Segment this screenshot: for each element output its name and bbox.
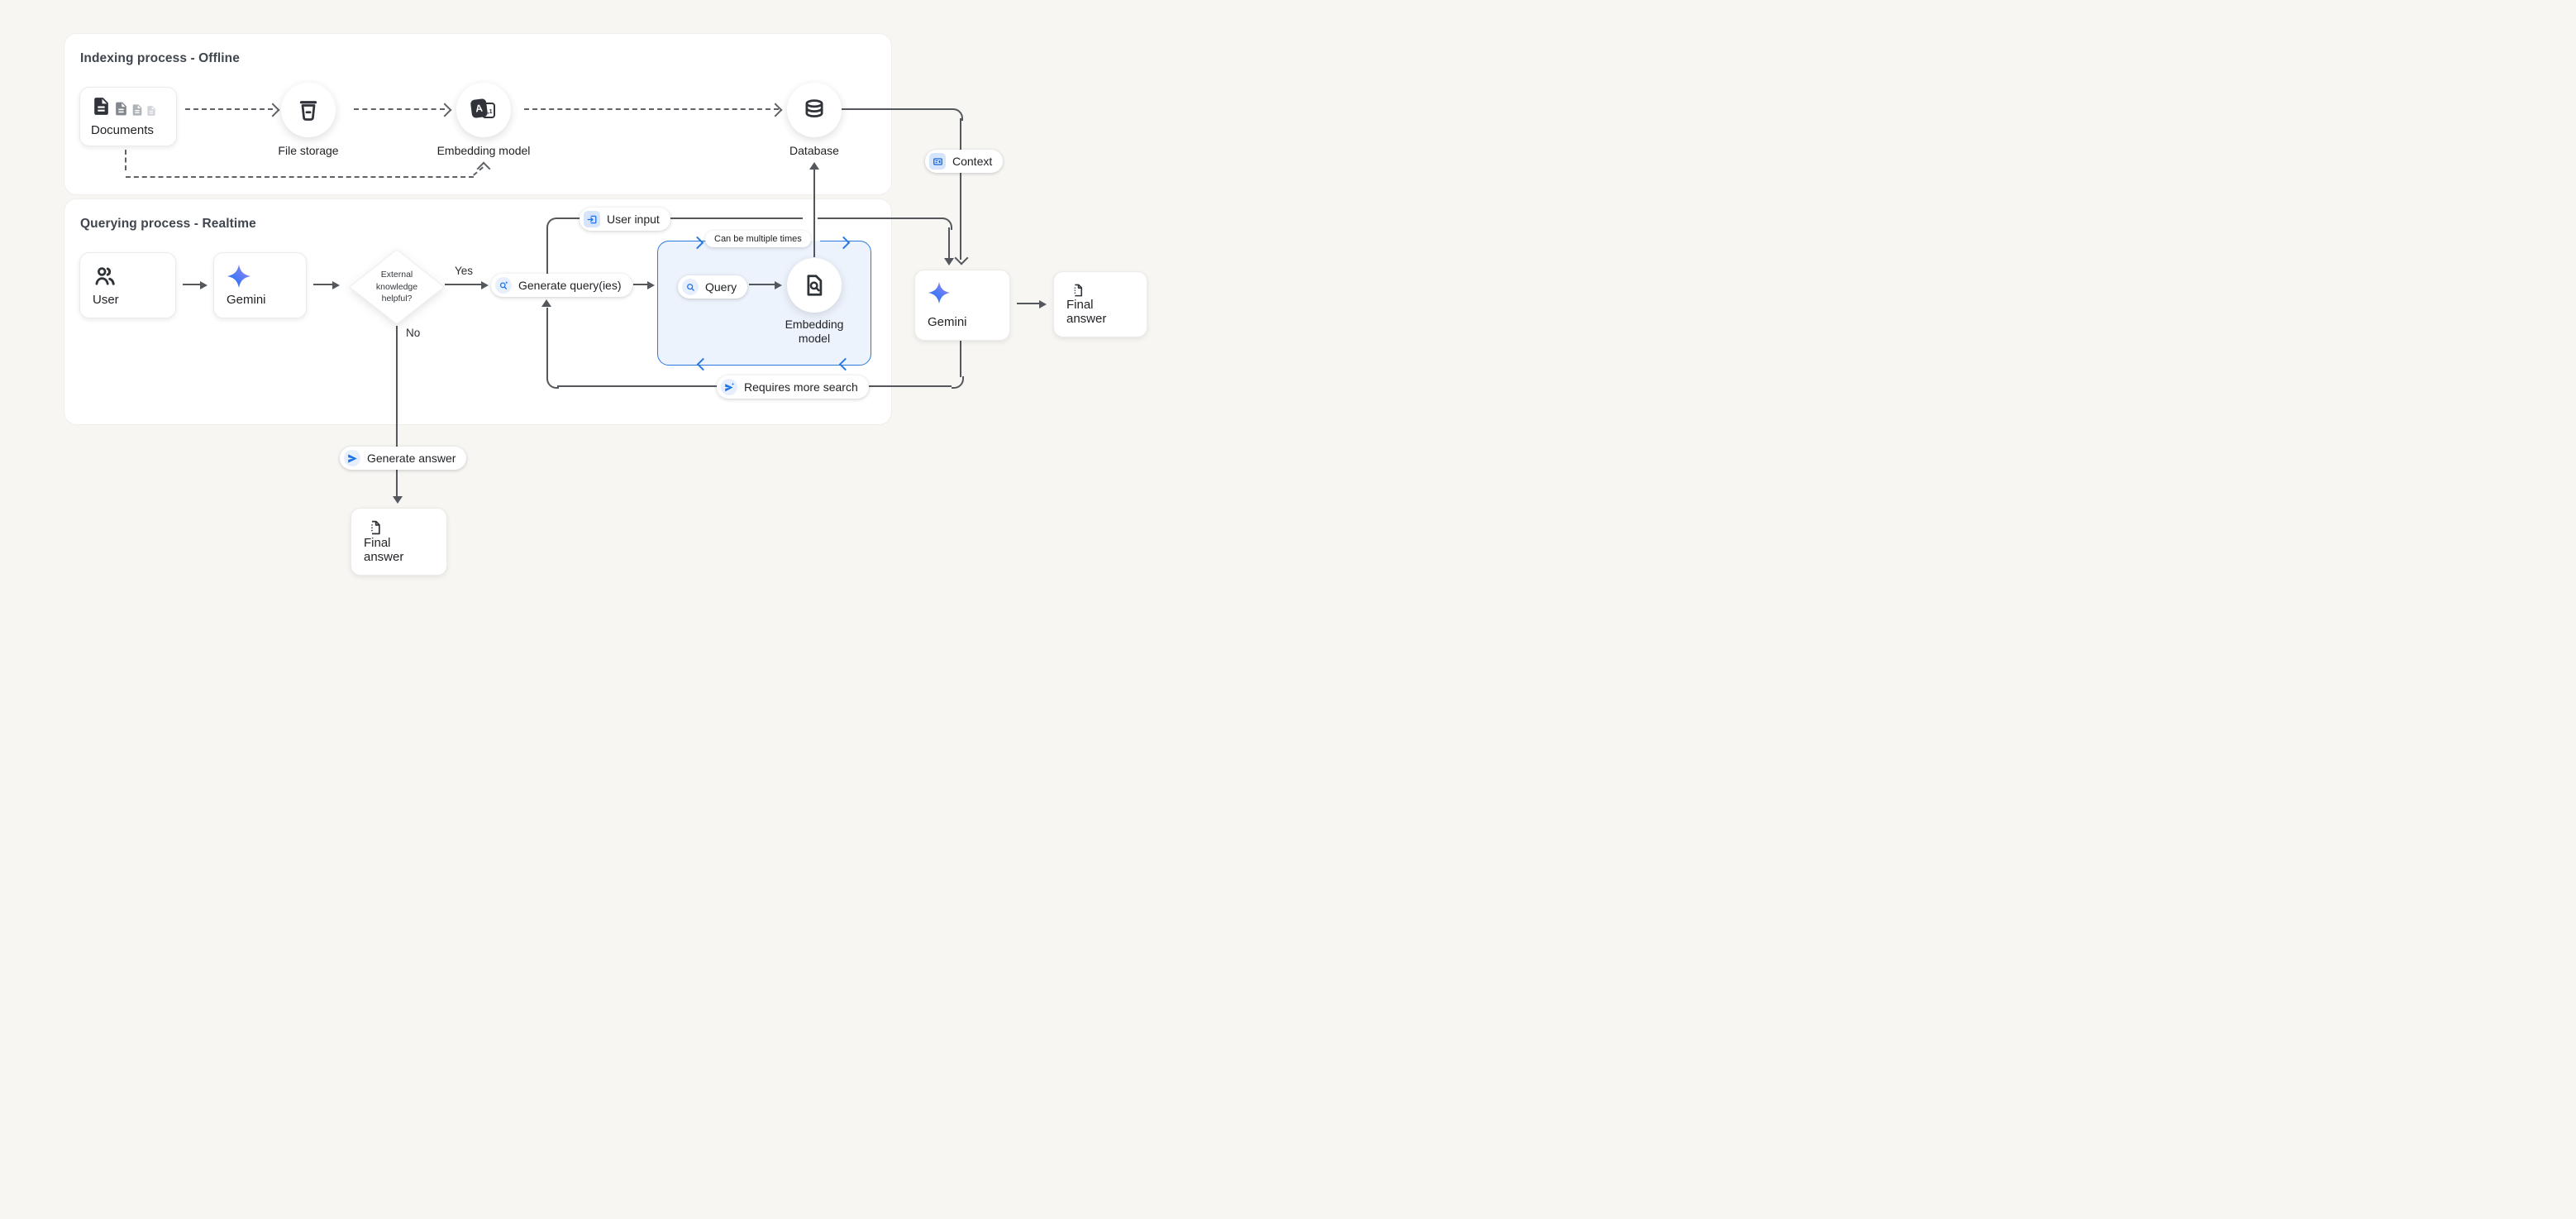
retrieval-loop-box [657, 241, 871, 366]
yes-label: Yes [455, 265, 474, 277]
edge-yes-arrow [481, 280, 489, 289]
can-be-multiple-times-pill: Can be multiple times [705, 231, 811, 247]
edge-gemini-finalanswer [1017, 303, 1039, 304]
database-node [787, 83, 842, 137]
send-sparkle-icon [721, 379, 737, 395]
documents-node: Documents [79, 87, 177, 146]
storage-bucket-icon [299, 101, 317, 121]
documents-label: Documents [91, 123, 154, 137]
database-label: Database [789, 144, 839, 157]
final-answer-right-node: Final answer [1053, 271, 1147, 337]
edge-userinput-v-left [546, 227, 548, 274]
edge-gemini-finalanswer-arrow [1039, 299, 1047, 308]
edge-userinput-corner-left [546, 218, 559, 230]
edge-yes [445, 284, 481, 285]
edge-gemini-decision-arrow [332, 280, 340, 289]
edge-documents-filestorage [185, 108, 273, 110]
query-pill: Query [678, 275, 748, 299]
user-label: User [93, 293, 119, 307]
search-sparkle-icon [495, 277, 512, 294]
send-icon [344, 450, 360, 466]
file-storage-label: File storage [278, 144, 339, 157]
decision-node: External knowledge helpful? [348, 248, 446, 326]
edge-database-context-h [842, 108, 951, 110]
embedding-model-offline-node: A 0,1 [456, 83, 511, 137]
edge-no-v [396, 326, 398, 496]
final-answer-bottom-node: Final answer [351, 508, 447, 576]
user-node: User [79, 252, 176, 318]
context-icon [929, 153, 946, 170]
edge-rms-corner-right [952, 376, 964, 389]
generate-answer-label: Generate answer [367, 452, 456, 465]
gemini-right-node: Gemini [914, 270, 1010, 341]
edge-query-embedding-arrow [775, 280, 782, 289]
embedding-model-online-node [787, 258, 842, 313]
gemini-right-label: Gemini [928, 315, 967, 329]
search-icon [682, 279, 699, 295]
edge-context-gemini-v [959, 118, 961, 260]
requires-more-search-label: Requires more search [744, 380, 858, 394]
character-embedding-icon: A 0,1 [470, 98, 499, 122]
edge-embedding-database [524, 108, 779, 110]
context-pill-label: Context [952, 155, 993, 168]
edge-rms-corner-left [546, 376, 559, 389]
user-input-label: User input [607, 213, 660, 226]
edge-context-gemini-arrow [954, 251, 969, 265]
edge-userinput-gemini-arrow [944, 258, 954, 265]
people-icon [95, 267, 115, 285]
edge-rms-up [546, 308, 548, 377]
edge-database-context-corner [951, 108, 963, 121]
user-input-icon [584, 211, 600, 227]
edge-no-arrow [392, 496, 403, 504]
querying-panel-title: Querying process - Realtime [80, 217, 256, 231]
edge-userinput-h2 [818, 218, 940, 219]
edge-embedding-database-up-arrow [809, 162, 819, 170]
edge-documents-embedding-h [126, 176, 474, 178]
edge-filestorage-embedding [354, 108, 445, 110]
edge-rms-gemini-down [959, 341, 961, 377]
edge-user-gemini-arrow [200, 280, 208, 289]
document-search-icon [807, 275, 823, 296]
file-storage-node [281, 83, 336, 137]
database-icon [805, 99, 823, 118]
generate-answer-pill: Generate answer [340, 447, 467, 470]
gemini-left-label: Gemini [227, 293, 266, 307]
document-icon [371, 520, 380, 535]
edge-userinput-v-right [947, 227, 950, 258]
user-input-pill: User input [580, 208, 670, 231]
gemini-star-icon [928, 281, 951, 304]
edge-embedding-database-up [813, 170, 815, 257]
edge-documents-embedding-v [125, 150, 126, 170]
edge-generatequeries-loop [633, 284, 647, 285]
generate-queries-pill: Generate query(ies) [491, 274, 632, 297]
query-label: Query [705, 280, 737, 294]
requires-more-search-pill: Requires more search [717, 375, 869, 399]
edge-userinput-h1 [556, 218, 803, 219]
final-answer-bottom-label: Final answer [364, 536, 404, 564]
final-answer-right-label: Final answer [1066, 298, 1107, 326]
edge-gemini-decision [313, 284, 332, 285]
indexing-panel-title: Indexing process - Offline [80, 51, 240, 65]
edge-userinput-corner-right [940, 218, 952, 230]
edge-query-embedding [749, 284, 775, 285]
rag-architecture-diagram: Indexing process - Offline Querying proc… [0, 0, 1288, 614]
gemini-left-node: Gemini [213, 252, 307, 318]
documents-stack-icon [91, 96, 165, 117]
edge-generatequeries-loop-arrow [647, 280, 655, 289]
decision-text: External knowledge helpful? [375, 269, 418, 304]
gemini-star-icon [227, 264, 251, 289]
embedding-model-online-label: Embedding model [785, 318, 844, 345]
document-icon [1074, 284, 1083, 297]
edge-user-gemini [183, 284, 200, 285]
edge-rms-up-arrow [541, 299, 551, 307]
no-label: No [406, 327, 421, 339]
context-pill: Context [925, 150, 1004, 173]
generate-queries-label: Generate query(ies) [518, 279, 622, 292]
embedding-model-offline-label: Embedding model [436, 144, 531, 157]
